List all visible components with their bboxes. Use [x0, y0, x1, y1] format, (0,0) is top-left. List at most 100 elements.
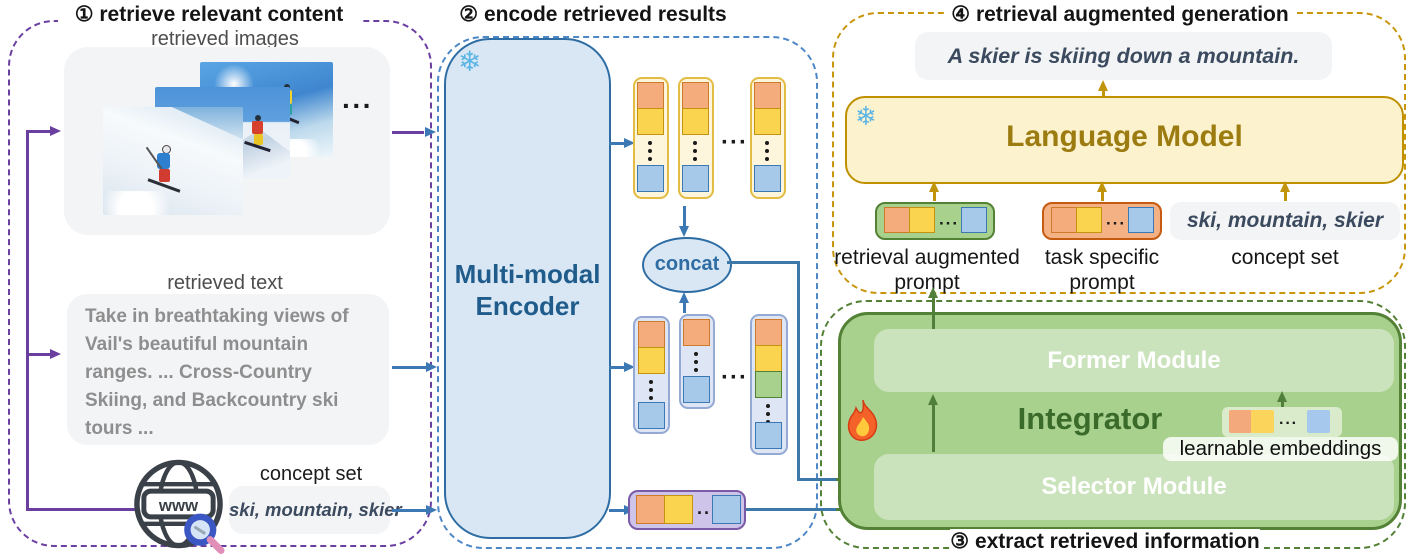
prompt1-to-lm-head [929, 181, 939, 192]
text-embedding-stack-2 [679, 314, 715, 409]
globe-icon: www [134, 459, 225, 554]
embedding-square-blue [682, 165, 709, 192]
former-module: Former Module [874, 329, 1394, 392]
concept-to-lm-shaft [1284, 189, 1287, 201]
retrieved-text-content: Take in breathtaking views of Vail's bea… [85, 306, 349, 439]
globe-www-text: www [158, 496, 199, 515]
embedding-square-blue [637, 165, 664, 192]
embedding-square-green [755, 371, 782, 398]
concept-set-value: ski, mountain, skier [229, 499, 402, 520]
arrow-to-text-shaft [26, 353, 50, 356]
embedding-square-yellow [638, 347, 665, 374]
vertical-ellipsis [648, 141, 652, 161]
strip-ellipsis: ··· [697, 503, 718, 523]
embedding-square-orange [755, 319, 782, 346]
image-embedding-stack-3 [750, 77, 786, 199]
concat-out-line-v [797, 261, 800, 480]
embedding-square-blue [754, 165, 781, 192]
embedding-square-orange [636, 495, 665, 524]
embedding-square-orange [1051, 207, 1077, 233]
concept-to-encoder-head [426, 505, 437, 515]
chip-ellipsis: ··· [1106, 214, 1126, 233]
embedding-square-yellow [637, 108, 664, 135]
language-model-label: Language Model [1006, 120, 1243, 153]
section2-title: ② encode retrieved results [448, 2, 738, 28]
concept-set-chip: ski, mountain, skier [1170, 202, 1400, 240]
embedding-square-orange [682, 82, 709, 109]
retrieval-augmented-prompt-chip: ··· [875, 202, 995, 240]
concat-label: concat [654, 253, 720, 275]
concept-to-encoder-shaft [392, 509, 426, 512]
encoder-out2-head [624, 362, 635, 372]
vertical-ellipsis [766, 404, 770, 424]
concept-embedding-strip: ··· [628, 490, 746, 530]
embedding-square-orange [683, 319, 710, 346]
embedding-square-blue [1307, 410, 1330, 433]
retrieval-connector-line [26, 131, 29, 510]
text-embedding-stack-3 [750, 314, 788, 455]
concat-out-line-h [727, 261, 799, 264]
embeddings-to-former-head [1277, 391, 1287, 402]
lm-to-caption-shaft [1102, 88, 1105, 97]
selector-module: Selector Module [874, 454, 1394, 520]
stacks-to-concat-head [679, 226, 689, 237]
embedding-square-blue [712, 495, 741, 524]
learnable-embeddings-label: learnable embeddings [1163, 437, 1398, 461]
text-embedding-stack-1 [633, 316, 670, 434]
stacks-ellipsis: ··· [721, 364, 748, 391]
former-module-label: Former Module [1047, 347, 1221, 374]
sky-patch [171, 107, 243, 140]
embedding-square-blue [961, 207, 987, 233]
embedding-square-orange [638, 321, 665, 348]
images-to-encoder-shaft [392, 131, 424, 134]
concat-node: concat [642, 237, 732, 293]
lm-to-caption-head [1098, 80, 1108, 91]
textstacks-to-concat-head [679, 292, 689, 303]
strip-to-selector-blue [746, 508, 837, 511]
arrow-to-images-head [50, 126, 61, 136]
embedding-square-yellow [1076, 207, 1102, 233]
snowflake-icon: ❄ [855, 101, 877, 131]
task-specific-prompt-label: task specific prompt [1044, 246, 1160, 294]
textstacks-to-concat-shaft [683, 300, 686, 313]
selector-to-former-shaft [932, 403, 935, 452]
stacks-ellipsis: ··· [721, 129, 748, 156]
selector-module-label: Selector Module [1041, 473, 1227, 500]
concept-set-chip-value: ski, mountain, skier [1186, 209, 1384, 232]
embedding-square-yellow [754, 108, 781, 135]
prompt1-to-lm-shaft [933, 189, 936, 201]
concept-set-chip-label: concept set [1231, 246, 1339, 269]
embedding-square-blue [638, 402, 665, 429]
section1-title: ① retrieve relevant content [58, 2, 360, 28]
former-to-prompt-shaft [932, 296, 935, 329]
section4-title: ④ retrieval augmented generation [945, 2, 1295, 28]
selector-to-former-head [928, 394, 938, 405]
section3-title: ③ extract retrieved information [950, 529, 1260, 555]
chip-ellipsis: ··· [1279, 415, 1298, 432]
retrieved-text-box: Take in breathtaking views of Vail's bea… [67, 294, 389, 445]
arrow-to-images-shaft [26, 130, 50, 133]
text-to-encoder-head [426, 362, 437, 372]
encoder-out3-shaft [609, 509, 625, 512]
retrieved-text-label: retrieved text [167, 272, 283, 294]
encoder-out2-shaft [609, 366, 625, 369]
concept-set-label: concept set [259, 463, 363, 485]
language-model-box: ❄ Language Model [845, 96, 1404, 184]
former-to-prompt-head [928, 287, 938, 298]
generated-caption-text: A skier is skiing down a mountain. [947, 44, 1300, 68]
embedding-square-blue [755, 422, 782, 449]
fire-icon [847, 399, 878, 441]
snow-spray [103, 191, 181, 215]
section2-border [437, 36, 818, 549]
images-to-encoder-head [425, 127, 436, 137]
retrieval-augmented-prompt-label: retrieval augmented prompt [834, 246, 1020, 294]
embedding-square-yellow [664, 495, 693, 524]
connector-to-globe [26, 508, 142, 511]
encoder-label: Multi-modal Encoder [454, 259, 601, 321]
image-embedding-stack-2 [678, 77, 714, 199]
encoder-out1-head [624, 138, 635, 148]
prompt2-to-lm-head [1097, 181, 1107, 192]
chip-ellipsis: ··· [939, 214, 959, 233]
vertical-ellipsis [765, 141, 769, 161]
